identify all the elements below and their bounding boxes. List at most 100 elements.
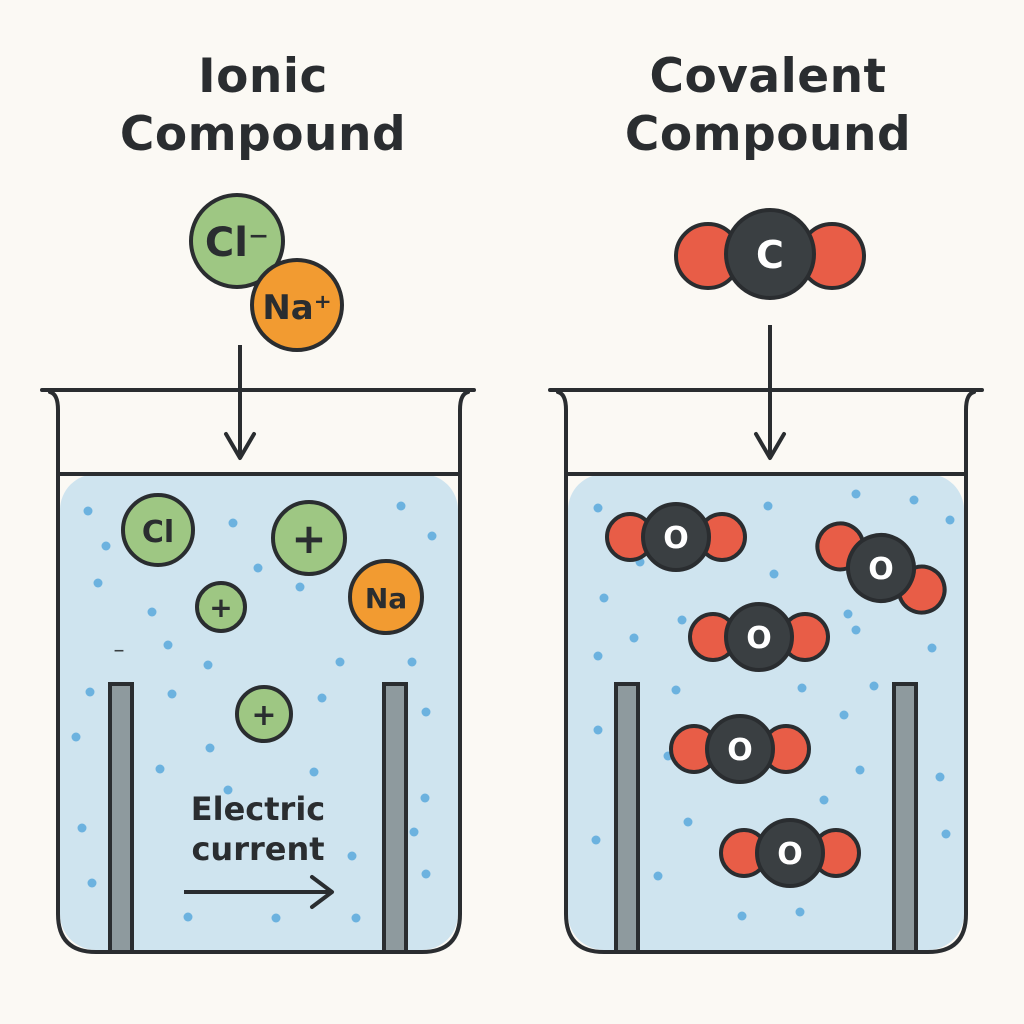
ion-positive-small-label: + bbox=[209, 591, 232, 624]
ion-positive-large-label: + bbox=[291, 514, 326, 563]
molecule-label: O bbox=[777, 837, 803, 872]
water-bubble bbox=[271, 913, 281, 923]
water-bubble bbox=[295, 582, 305, 592]
legend-chloride-ion: Cl⁻ bbox=[189, 193, 285, 289]
water-bubble bbox=[593, 651, 603, 661]
molecule-5: O bbox=[719, 818, 861, 888]
electric-current-arrow-head bbox=[310, 875, 334, 909]
water-bubble bbox=[671, 685, 681, 695]
water-bubble bbox=[869, 681, 879, 691]
water-bubble bbox=[421, 707, 431, 717]
water-bubble bbox=[396, 501, 406, 511]
water-bubble bbox=[407, 657, 417, 667]
molecule-2: O bbox=[815, 521, 947, 615]
ion-sodium-label: Na bbox=[365, 582, 407, 615]
ion-chloride-label: Cl bbox=[142, 515, 174, 550]
electric-current-label-line2: current bbox=[191, 830, 324, 868]
water-bubble bbox=[843, 609, 853, 619]
ionic-legend: Cl⁻ Na⁺ bbox=[189, 193, 344, 352]
water-bubble bbox=[228, 518, 238, 528]
water-bubble bbox=[819, 795, 829, 805]
covalent-bubbles bbox=[591, 489, 955, 921]
ion-positive-small: + bbox=[195, 581, 247, 633]
water-bubble bbox=[653, 871, 663, 881]
water-bubble bbox=[851, 625, 861, 635]
water-bubble bbox=[909, 495, 919, 505]
ionic-beaker-outline bbox=[40, 388, 476, 954]
water-bubble bbox=[163, 640, 173, 650]
water-bubble bbox=[927, 643, 937, 653]
water-bubble bbox=[591, 835, 601, 845]
water-bubble bbox=[183, 912, 193, 922]
water-bubble bbox=[205, 743, 215, 753]
ion-positive-large: + bbox=[271, 500, 347, 576]
water-bubble bbox=[629, 633, 639, 643]
ion-positive-lower: + bbox=[235, 685, 293, 743]
ionic-compound-title: Ionic Compound bbox=[43, 48, 483, 164]
covalent-beaker-outline bbox=[548, 388, 984, 954]
central-atom bbox=[755, 818, 825, 888]
legend-chloride-label: Cl⁻ bbox=[205, 220, 269, 266]
water-bubble bbox=[93, 578, 103, 588]
water-bubble bbox=[935, 772, 945, 782]
covalent-drop-arrow-head bbox=[754, 432, 786, 460]
water-bubble bbox=[85, 687, 95, 697]
water-bubble bbox=[797, 683, 807, 693]
covalent-electrode-left bbox=[614, 682, 640, 954]
molecule-4: O bbox=[669, 714, 811, 784]
water-bubble bbox=[253, 563, 263, 573]
central-atom bbox=[846, 533, 916, 603]
water-bubble bbox=[167, 689, 177, 699]
water-bubble bbox=[87, 878, 97, 888]
ion-positive-lower-label: + bbox=[251, 698, 276, 733]
molecule-1: O bbox=[605, 502, 747, 572]
ionic-title-line2: Compound bbox=[119, 107, 407, 162]
water-bubble bbox=[223, 785, 233, 795]
water-bubble bbox=[155, 764, 165, 774]
legend-carbon-label: C bbox=[756, 233, 784, 277]
molecule-label: O bbox=[727, 733, 753, 768]
water-bubble bbox=[683, 817, 693, 827]
ionic-electrode-left bbox=[108, 682, 134, 954]
water-bubble bbox=[351, 913, 361, 923]
minus-sign: – bbox=[114, 638, 125, 663]
water-bubble bbox=[427, 531, 437, 541]
ionic-electrode-right bbox=[382, 682, 408, 954]
molecule-label: O bbox=[746, 621, 772, 656]
water-bubble bbox=[737, 911, 747, 921]
molecule-label: O bbox=[663, 521, 689, 556]
water-bubble bbox=[203, 660, 213, 670]
water-bubble bbox=[945, 515, 955, 525]
covalent-electrode-right bbox=[892, 682, 918, 954]
water-bubble bbox=[420, 793, 430, 803]
water-bubble bbox=[593, 503, 603, 513]
water-bubble bbox=[839, 710, 849, 720]
ionic-drop-arrow-head bbox=[224, 432, 256, 460]
water-bubble bbox=[317, 693, 327, 703]
legend-sodium-ion: Na⁺ bbox=[250, 258, 344, 352]
water-bubble bbox=[795, 907, 805, 917]
ionic-bubbles bbox=[71, 501, 437, 923]
water-bubble bbox=[763, 501, 773, 511]
ion-sodium: Na bbox=[348, 559, 424, 635]
water-bubble bbox=[77, 823, 87, 833]
water-bubble bbox=[769, 569, 779, 579]
water-bubble bbox=[593, 725, 603, 735]
water-bubble bbox=[855, 765, 865, 775]
water-bubble bbox=[599, 593, 609, 603]
water-bubble bbox=[101, 541, 111, 551]
covalent-compound-title: Covalent Compound bbox=[548, 48, 988, 164]
ion-chloride: Cl bbox=[121, 493, 195, 567]
molecule-label: O bbox=[868, 552, 894, 587]
water-bubble bbox=[677, 615, 687, 625]
water-bubble bbox=[71, 732, 81, 742]
central-atom bbox=[641, 502, 711, 572]
molecule-3: O bbox=[688, 602, 830, 672]
covalent-legend-molecule: C bbox=[674, 208, 866, 300]
water-bubble bbox=[83, 506, 93, 516]
covalent-title-line1: Covalent bbox=[649, 49, 887, 104]
water-bubble bbox=[851, 489, 861, 499]
legend-carbon bbox=[724, 208, 816, 300]
legend-sodium-label: Na⁺ bbox=[262, 288, 331, 328]
